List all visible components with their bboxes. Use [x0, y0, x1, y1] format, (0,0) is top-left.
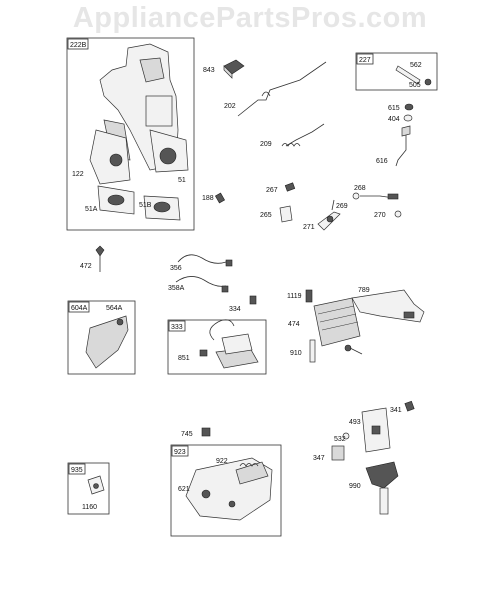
switch-347-illustration: [331, 445, 345, 461]
part-label-188: 188: [202, 195, 214, 202]
part-label-843: 843: [203, 67, 215, 74]
part-label-851: 851: [178, 355, 190, 362]
box-923: 923: [170, 444, 282, 537]
part-label-341: 341: [390, 407, 402, 414]
screw-334-illustration: [249, 295, 257, 305]
part-label-621: 621: [178, 486, 190, 493]
part-label-51: 51: [178, 177, 186, 184]
part-label-202: 202: [224, 103, 236, 110]
cylinder-head-474-illustration: [313, 297, 363, 355]
part-label-51A: 51A: [85, 206, 98, 213]
box-333: 333: [167, 319, 267, 375]
part-label-270: 270: [374, 212, 386, 219]
screw-745-illustration: [201, 427, 211, 437]
part-label-268: 268: [354, 185, 366, 192]
box-label-935: 935: [71, 467, 83, 474]
screw-1119-illustration: [305, 289, 313, 303]
box-222B: 222B: [66, 37, 195, 231]
part-label-532: 532: [334, 436, 346, 443]
part-label-564A: 564A: [106, 305, 123, 312]
part-label-265: 265: [260, 212, 272, 219]
switch-935-illustration: [87, 475, 105, 495]
part-label-910: 910: [290, 350, 302, 357]
part-label-1160: 1160: [82, 504, 97, 511]
part-label-122: 122: [72, 171, 84, 178]
box-935: 935: [67, 462, 110, 515]
part-label-269: 269: [336, 203, 348, 210]
link-rod-202-illustration: [237, 61, 327, 117]
box-label-227: 227: [359, 57, 371, 64]
part-label-358A: 358A: [168, 285, 185, 292]
part-label-615: 615: [388, 105, 400, 112]
part-label-209: 209: [260, 141, 272, 148]
part-label-922: 922: [216, 458, 228, 465]
screw-188-illustration: [214, 192, 226, 204]
throttle-cable-268-illustration: [352, 192, 399, 200]
box-label-333: 333: [171, 324, 183, 331]
stud-910-illustration: [309, 339, 316, 363]
bracket-789-illustration: [351, 289, 425, 323]
box-label-923: 923: [174, 449, 186, 456]
part-label-562: 562: [410, 62, 422, 69]
key-990-illustration: [365, 461, 399, 515]
part-label-334: 334: [229, 306, 241, 313]
spark-plug-472-illustration: [95, 245, 105, 272]
part-label-789: 789: [358, 287, 370, 294]
part-label-745: 745: [181, 431, 193, 438]
part-label-356: 356: [170, 265, 182, 272]
carburetor-body-illustration: [89, 43, 189, 221]
part-label-472: 472: [80, 263, 92, 270]
governor-spring-209-illustration: [281, 123, 325, 147]
box-label-604A: 604A: [71, 305, 88, 312]
part-label-51B: 51B: [139, 202, 152, 209]
box-604A: 604A: [67, 300, 136, 375]
part-label-990: 990: [349, 483, 361, 490]
nut-270-illustration: [394, 210, 402, 218]
watermark-logo-text: AppliancePartsPros.com: [72, 2, 428, 34]
bracket-265-illustration: [279, 205, 293, 223]
part-label-505: 505: [409, 82, 421, 89]
ignition-armature-333-illustration: [199, 319, 259, 369]
nut-532-illustration: [342, 432, 350, 440]
throttle-lever-269-271-illustration: [317, 199, 341, 231]
choke-shaft-parts-illustration: [395, 103, 414, 167]
part-label-347: 347: [313, 455, 325, 462]
part-label-474: 474: [288, 321, 300, 328]
part-label-271: 271: [303, 224, 315, 231]
plate-493-illustration: [361, 407, 391, 453]
ground-wire-356-illustration: [177, 254, 233, 267]
governor-control-923-illustration: [185, 457, 273, 521]
box-227: 227: [355, 52, 438, 91]
screw-267-illustration: [284, 182, 296, 192]
part-label-1119: 1119: [287, 293, 302, 300]
box-label-222B: 222B: [70, 42, 87, 49]
part-label-404: 404: [388, 116, 400, 123]
screw-562-illustration: [395, 65, 432, 86]
part-label-616: 616: [376, 158, 388, 165]
choke-block-843-illustration: [223, 59, 245, 79]
wire-harness-358A-illustration: [175, 276, 229, 293]
part-label-493: 493: [349, 419, 361, 426]
air-vane-604A-illustration: [85, 315, 129, 369]
screw-341-illustration: [404, 400, 415, 412]
part-label-267: 267: [266, 187, 278, 194]
